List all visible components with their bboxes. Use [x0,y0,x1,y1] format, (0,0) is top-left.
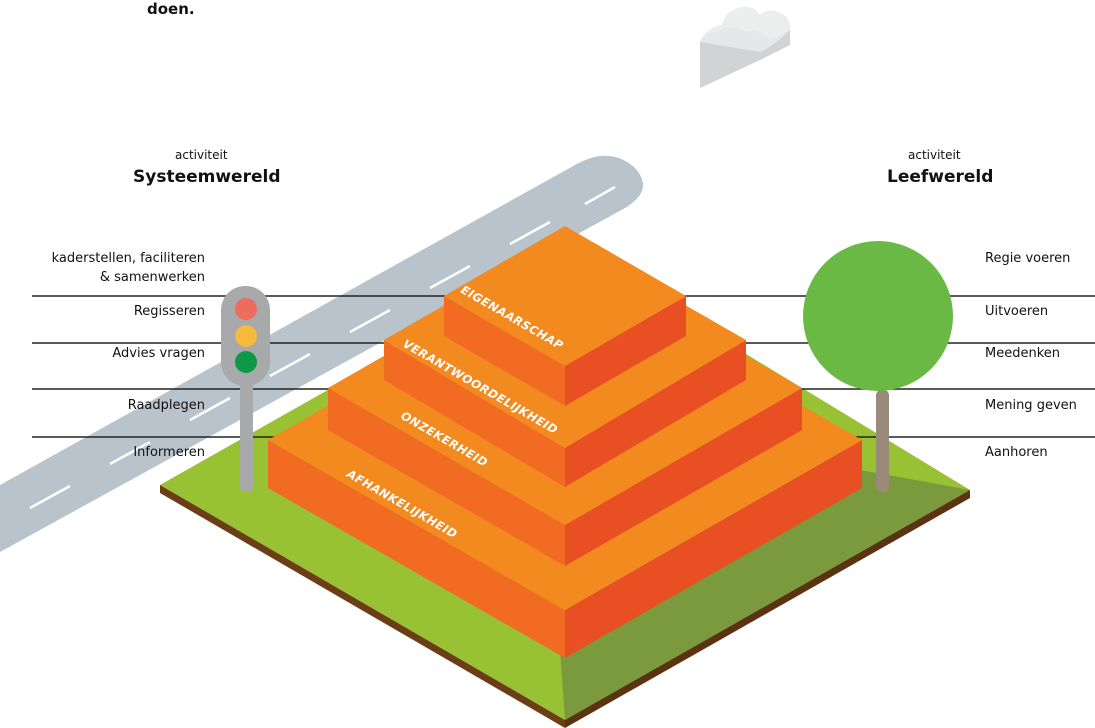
intro-text: doen. [147,0,195,18]
right-item-4: Mening geven [985,398,1077,413]
right-heading: Leefwereld [887,167,994,187]
left-item-1b: & samenwerken [99,270,205,285]
cloud-icon [700,6,790,88]
left-item-1a: kaderstellen, faciliteren [51,251,205,266]
right-item-3: Meedenken [985,346,1061,361]
right-item-2: Uitvoeren [985,304,1049,319]
left-item-2: Regisseren [133,304,205,319]
road [0,155,643,552]
right-item-5: Aanhoren [985,445,1048,460]
tree-icon [803,241,953,492]
left-item-4: Raadplegen [127,398,205,413]
left-heading: Systeemwereld [133,167,281,187]
pyramid: EIGENAARSCHAP VERANTWOORDELIJKHEID ONZEK… [268,226,862,658]
right-item-1: Regie voeren [985,251,1071,266]
left-item-5: Informeren [133,445,205,460]
left-item-3: Advies vragen [112,346,205,361]
traffic-light-icon [221,286,270,492]
right-small-heading: activiteit [908,148,961,162]
left-small-heading: activiteit [175,148,228,162]
